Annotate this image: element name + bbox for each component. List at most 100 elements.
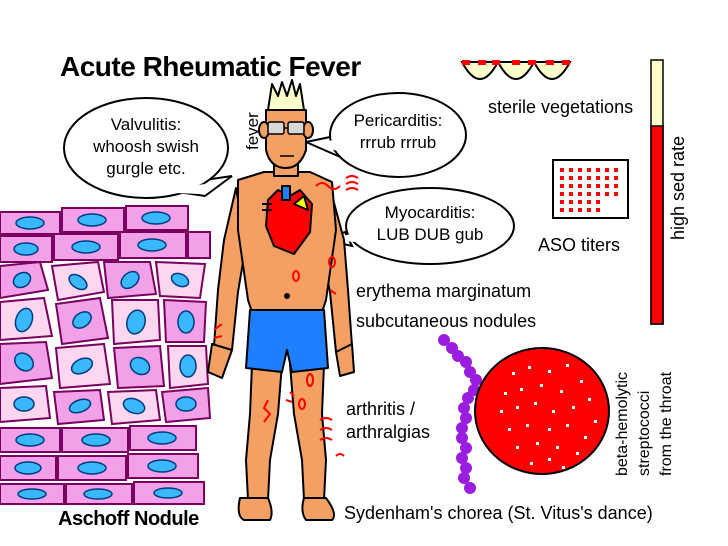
colony-dot [576,452,579,455]
colony-dot [530,462,533,465]
aso-dot [569,176,573,180]
aso-titers-label: ASO titers [538,235,621,255]
colony-dot [516,406,519,409]
aso-dot [569,208,573,212]
colony-dot [556,446,559,449]
aschoff-nodule-label: Aschoff Nodule [58,508,199,530]
colony-dot [534,402,537,405]
aso-dot [560,184,564,188]
aso-dot [596,192,600,196]
pericarditis-line: Pericarditis: [353,111,443,130]
colony-dot [548,370,551,373]
aso-dot [578,168,582,172]
colony-dot [540,384,543,387]
valvulitis-line: gurgle etc. [106,159,186,179]
colony-dot [572,406,575,409]
myocarditis-line: LUB DUB gub [376,225,484,245]
pericarditis-bubble: Pericarditis: rrrub rrrub [342,110,454,154]
colony-dot [584,436,587,439]
aso-dot [614,168,618,172]
aso-dot [578,176,582,180]
colony-dot [528,366,531,369]
colony-dot [560,390,563,393]
colony-dot [536,442,539,445]
symptom-marks [213,175,359,457]
colony-dot [566,424,569,427]
aso-dot [560,200,564,204]
high-sed-rate-label: high sed rate [668,135,688,240]
patient-figure [207,79,355,521]
speech-bubbles [63,92,515,265]
aso-dot [560,208,564,212]
arthritis-line: arthritis / [346,399,416,419]
aso-dot [587,168,591,172]
colony-dot [580,380,583,383]
aso-dot [587,184,591,188]
sed-rate-bar [650,59,664,325]
aso-dot [560,168,564,172]
subcutaneous-nodules-label: subcutaneous nodules [356,311,537,331]
aso-titer-plate [552,159,629,219]
aso-dot [596,200,600,204]
colony-dot [512,372,515,375]
colony-dot [588,398,591,401]
pericarditis-line: rrrub rrrub [359,133,437,153]
colony-dot [516,446,519,449]
sterile-vegetations-label: sterile vegetations [488,97,634,117]
colony-dot [526,424,529,427]
aso-dot [578,208,582,212]
aso-dot [587,200,591,204]
strep-label-line-3: from the throat [658,371,675,476]
aso-dot [578,192,582,196]
strep-chain [438,334,482,494]
erythema-rings [292,256,336,410]
sydenham-chorea-label: Sydenham's chorea (St. Vitus's dance) [344,503,653,523]
valvulitis-line: whoosh swish [93,137,199,157]
aso-dot [560,192,564,196]
colony-dot [520,388,523,391]
aso-dot [569,192,573,196]
colony-dot [508,428,511,431]
valvulitis-line: Valvulitis: [110,115,182,134]
arthritis-label: arthritis / arthralgias [346,398,430,443]
colony-dot [548,428,551,431]
colony-dot [548,458,551,461]
colony-dot [562,466,565,469]
aso-dot [596,168,600,172]
fever-label: fever [243,112,262,150]
aso-dot [578,184,582,188]
aso-dot [614,176,618,180]
sterile-vegetations-figure [460,59,572,80]
aso-dot [560,176,564,180]
aso-dot [614,192,618,196]
aso-dot [587,192,591,196]
page-title: Acute Rheumatic Fever [60,51,361,82]
aso-dot [596,208,600,212]
strep-label-line-2: streptococci [636,390,653,476]
aso-dot [605,168,609,172]
aso-dot [569,184,573,188]
myocarditis-line: Myocarditis: [384,203,476,222]
strep-label-line-1: beta-hemolytic [614,371,631,476]
aso-dot [569,168,573,172]
colony-dot [500,410,503,413]
aso-dot [605,176,609,180]
aso-dot [587,208,591,212]
aso-dot [614,184,618,188]
aso-dot [587,176,591,180]
colony-dot [504,392,507,395]
aso-dot [596,184,600,188]
aso-dot [605,184,609,188]
colony-dot [552,410,555,413]
arthritis-line: arthralgias [346,421,431,442]
myocarditis-bubble: Myocarditis: LUB DUB gub [362,202,498,246]
strep-culture-plate [474,347,610,475]
aschoff-nodule-tissue [0,200,215,505]
erythema-marginatum-label: erythema marginatum [356,281,532,301]
aso-dot [596,176,600,180]
aso-dot [578,200,582,204]
aso-dot [605,192,609,196]
aso-dot [569,200,573,204]
